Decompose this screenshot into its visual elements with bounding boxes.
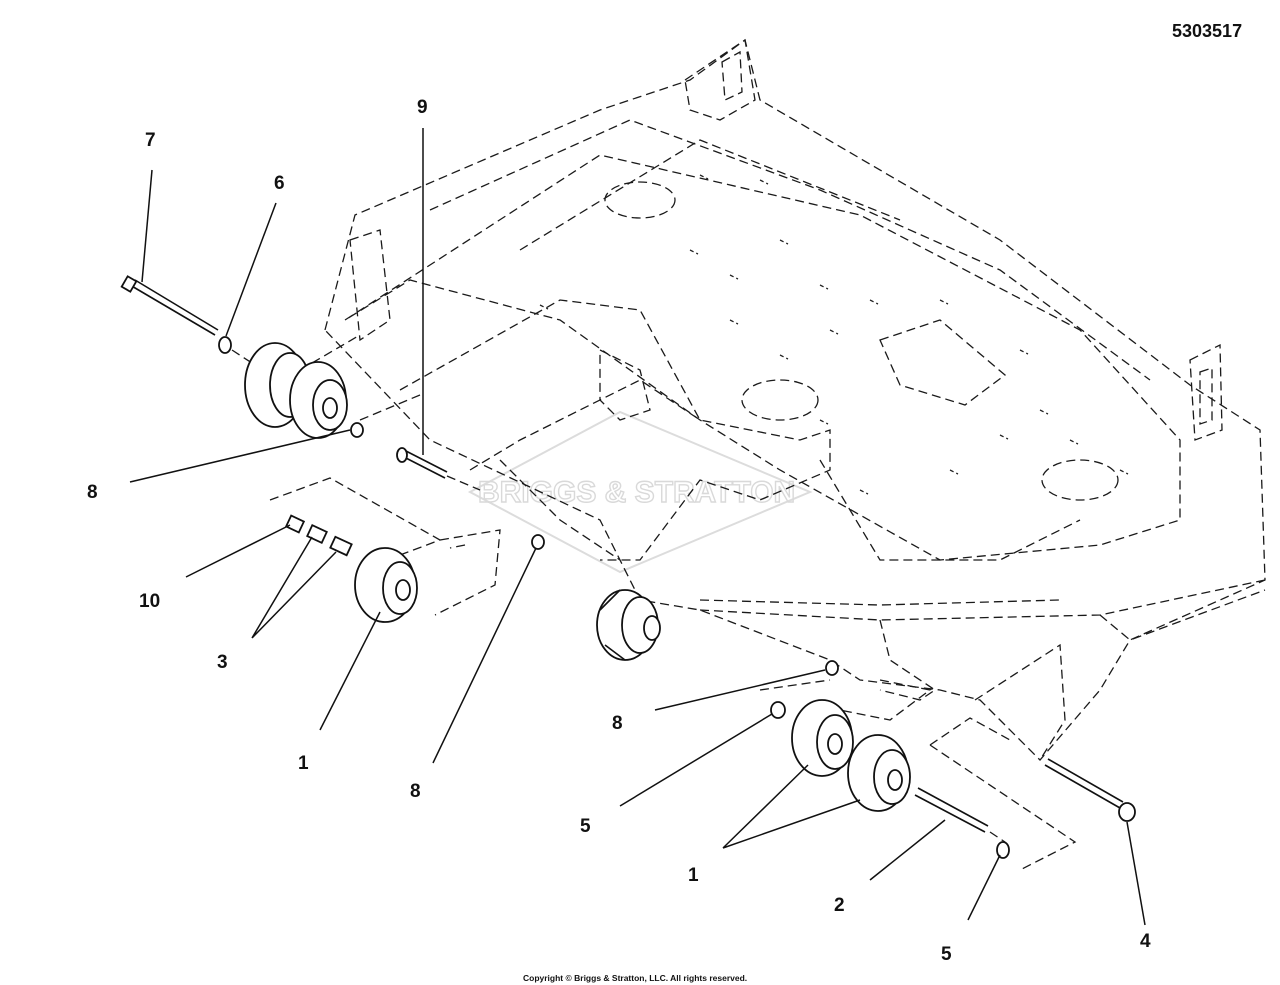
callout-2: 2 <box>834 895 845 916</box>
callout-5-left: 5 <box>580 816 591 837</box>
deck-mounting-slots <box>539 174 1129 495</box>
brand-watermark: BRIGGS & STRATTON <box>467 410 813 574</box>
copyright-notice: Copyright © Briggs & Stratton, LLC. All … <box>523 973 747 983</box>
callout-6: 6 <box>274 173 285 194</box>
callout-1-right: 1 <box>688 865 699 886</box>
drawing-number: 5303517 <box>1172 21 1242 41</box>
mounted-caster-wheel <box>596 589 661 661</box>
callout-7: 7 <box>145 130 156 151</box>
callout-9: 9 <box>417 97 428 118</box>
callout-10: 10 <box>139 591 160 612</box>
callout-3: 3 <box>217 652 228 673</box>
watermark-text: BRIGGS & STRATTON <box>478 476 795 509</box>
callout-8-right: 8 <box>612 713 623 734</box>
callout-5-right: 5 <box>941 944 952 965</box>
left-front-wheel-group <box>269 477 501 623</box>
callout-8-left: 8 <box>87 482 98 503</box>
callout-8-center: 8 <box>410 781 421 802</box>
left-rear-roller-group <box>120 275 421 439</box>
center-bolt-group <box>396 447 545 550</box>
mower-deck-outline <box>324 38 1266 761</box>
callout-1-left: 1 <box>298 753 309 774</box>
callout-leaders <box>129 128 1146 926</box>
right-roller-group <box>759 660 1136 871</box>
callout-4: 4 <box>1140 931 1151 952</box>
callout-labels: 7 6 9 8 10 3 1 8 8 5 1 2 5 4 <box>87 97 1151 965</box>
